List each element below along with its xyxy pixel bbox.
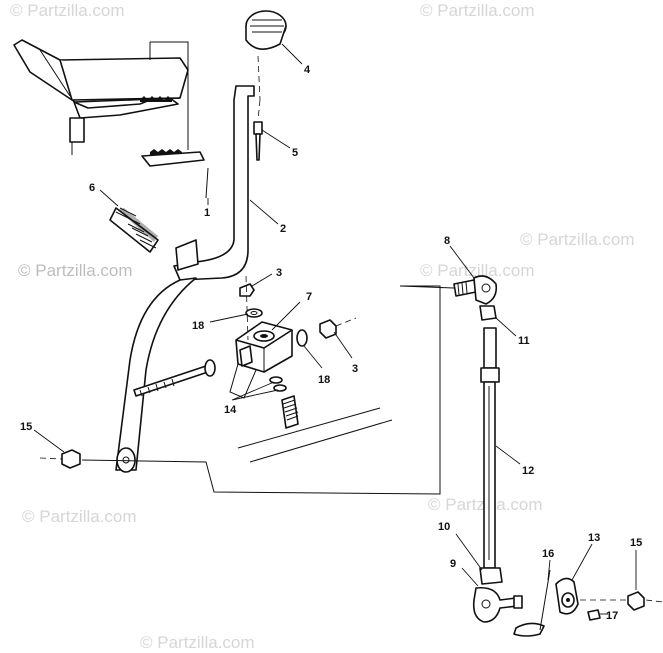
watermark-layer: © Partzilla.com © Partzilla.com © Partzi… <box>10 1 635 652</box>
callout-label: 17 <box>606 610 618 622</box>
callout-label: 7 <box>306 291 312 303</box>
part-bolt <box>133 359 216 397</box>
leader-lines <box>33 43 637 615</box>
callout-label: 2 <box>280 223 286 235</box>
callout-label: 14 <box>224 404 237 416</box>
part-18-washer-right <box>296 329 308 347</box>
callout-label: 8 <box>444 235 450 247</box>
callout-label: 10 <box>438 521 450 533</box>
part-9-rod-end-lower <box>472 586 523 623</box>
part-10-locknut-lower <box>479 567 503 585</box>
part-3-nut-upper <box>239 275 255 341</box>
part-11-locknut-upper <box>479 305 497 321</box>
part-18-washer-upper <box>245 308 263 318</box>
callout-label: 18 <box>192 320 204 332</box>
callout-label: 6 <box>89 182 95 194</box>
watermark-text: © Partzilla.com <box>22 507 137 526</box>
part-4-knob <box>245 10 287 101</box>
watermark-text: © Partzilla.com <box>18 261 133 280</box>
callout-label: 9 <box>450 558 456 570</box>
callout-label: 1 <box>204 207 210 219</box>
part-8-rod-end-upper <box>453 275 498 305</box>
watermark-text: © Partzilla.com <box>140 633 255 652</box>
callout-label: 3 <box>352 363 358 375</box>
part-5-pin <box>253 99 263 161</box>
part-13-bracket-plate <box>555 577 579 615</box>
callout-label: 3 <box>276 267 282 279</box>
part-1-handlebar-mount <box>13 39 209 199</box>
watermark-text: © Partzilla.com <box>520 230 635 249</box>
callout-label: 15 <box>630 537 642 549</box>
part-15-nut-right <box>580 591 663 611</box>
part-12-rod <box>480 327 500 569</box>
watermark-text: © Partzilla.com <box>420 1 535 20</box>
callout-label: 4 <box>304 64 311 76</box>
callout-labels: 4 5 2 1 6 3 7 18 3 18 14 15 8 11 12 10 9… <box>20 64 642 622</box>
part-6-spring <box>109 207 159 253</box>
watermark-text: © Partzilla.com <box>420 261 535 280</box>
part-17-nut-small <box>587 609 601 621</box>
callout-label: 16 <box>542 548 554 560</box>
callout-label: 5 <box>292 147 298 159</box>
part-7-throttle-block <box>229 321 293 399</box>
callout-label: 13 <box>588 532 600 544</box>
part-14-washers <box>269 376 299 429</box>
routing-line <box>81 285 455 495</box>
callout-label: 11 <box>518 335 530 347</box>
part-3-nut-right <box>319 317 357 339</box>
part-15-nut-left <box>39 449 81 469</box>
reference-lines <box>237 407 393 463</box>
callout-label: 18 <box>318 374 330 386</box>
part-2-bracket-arm <box>115 85 255 473</box>
callout-label: 12 <box>522 465 534 477</box>
callout-label: 15 <box>20 421 32 433</box>
watermark-text: © Partzilla.com <box>10 1 125 20</box>
